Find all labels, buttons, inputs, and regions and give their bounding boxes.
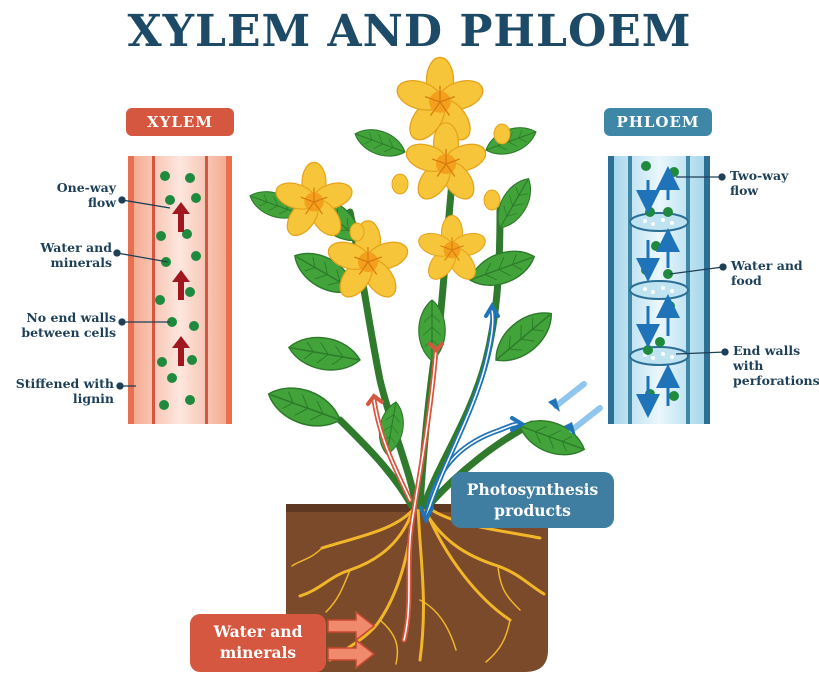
phloem-label-two-way-flow: Two-way flow <box>730 168 816 198</box>
phloem-tag: PHLOEM <box>604 108 712 136</box>
xylem-tag: XYLEM <box>126 108 234 136</box>
phloem-label-end-walls: End walls with perforations <box>733 343 817 388</box>
water-minerals-callout: Water and minerals <box>190 614 326 672</box>
xylem-label-no-end-walls: No end walls between cells <box>8 310 116 340</box>
xylem-label-lignin: Stiffened with lignin <box>6 376 114 406</box>
phloem-vessel <box>608 156 710 424</box>
phloem-label-water-food: Water and food <box>731 258 817 288</box>
xylem-label-water-minerals: Water and minerals <box>10 240 112 270</box>
leaves <box>246 121 589 463</box>
xylem-label-one-way-flow: One-way flow <box>20 180 116 210</box>
xylem-vessel <box>128 156 232 424</box>
photosynthesis-products-callout: Photosynthesis products <box>451 472 614 528</box>
